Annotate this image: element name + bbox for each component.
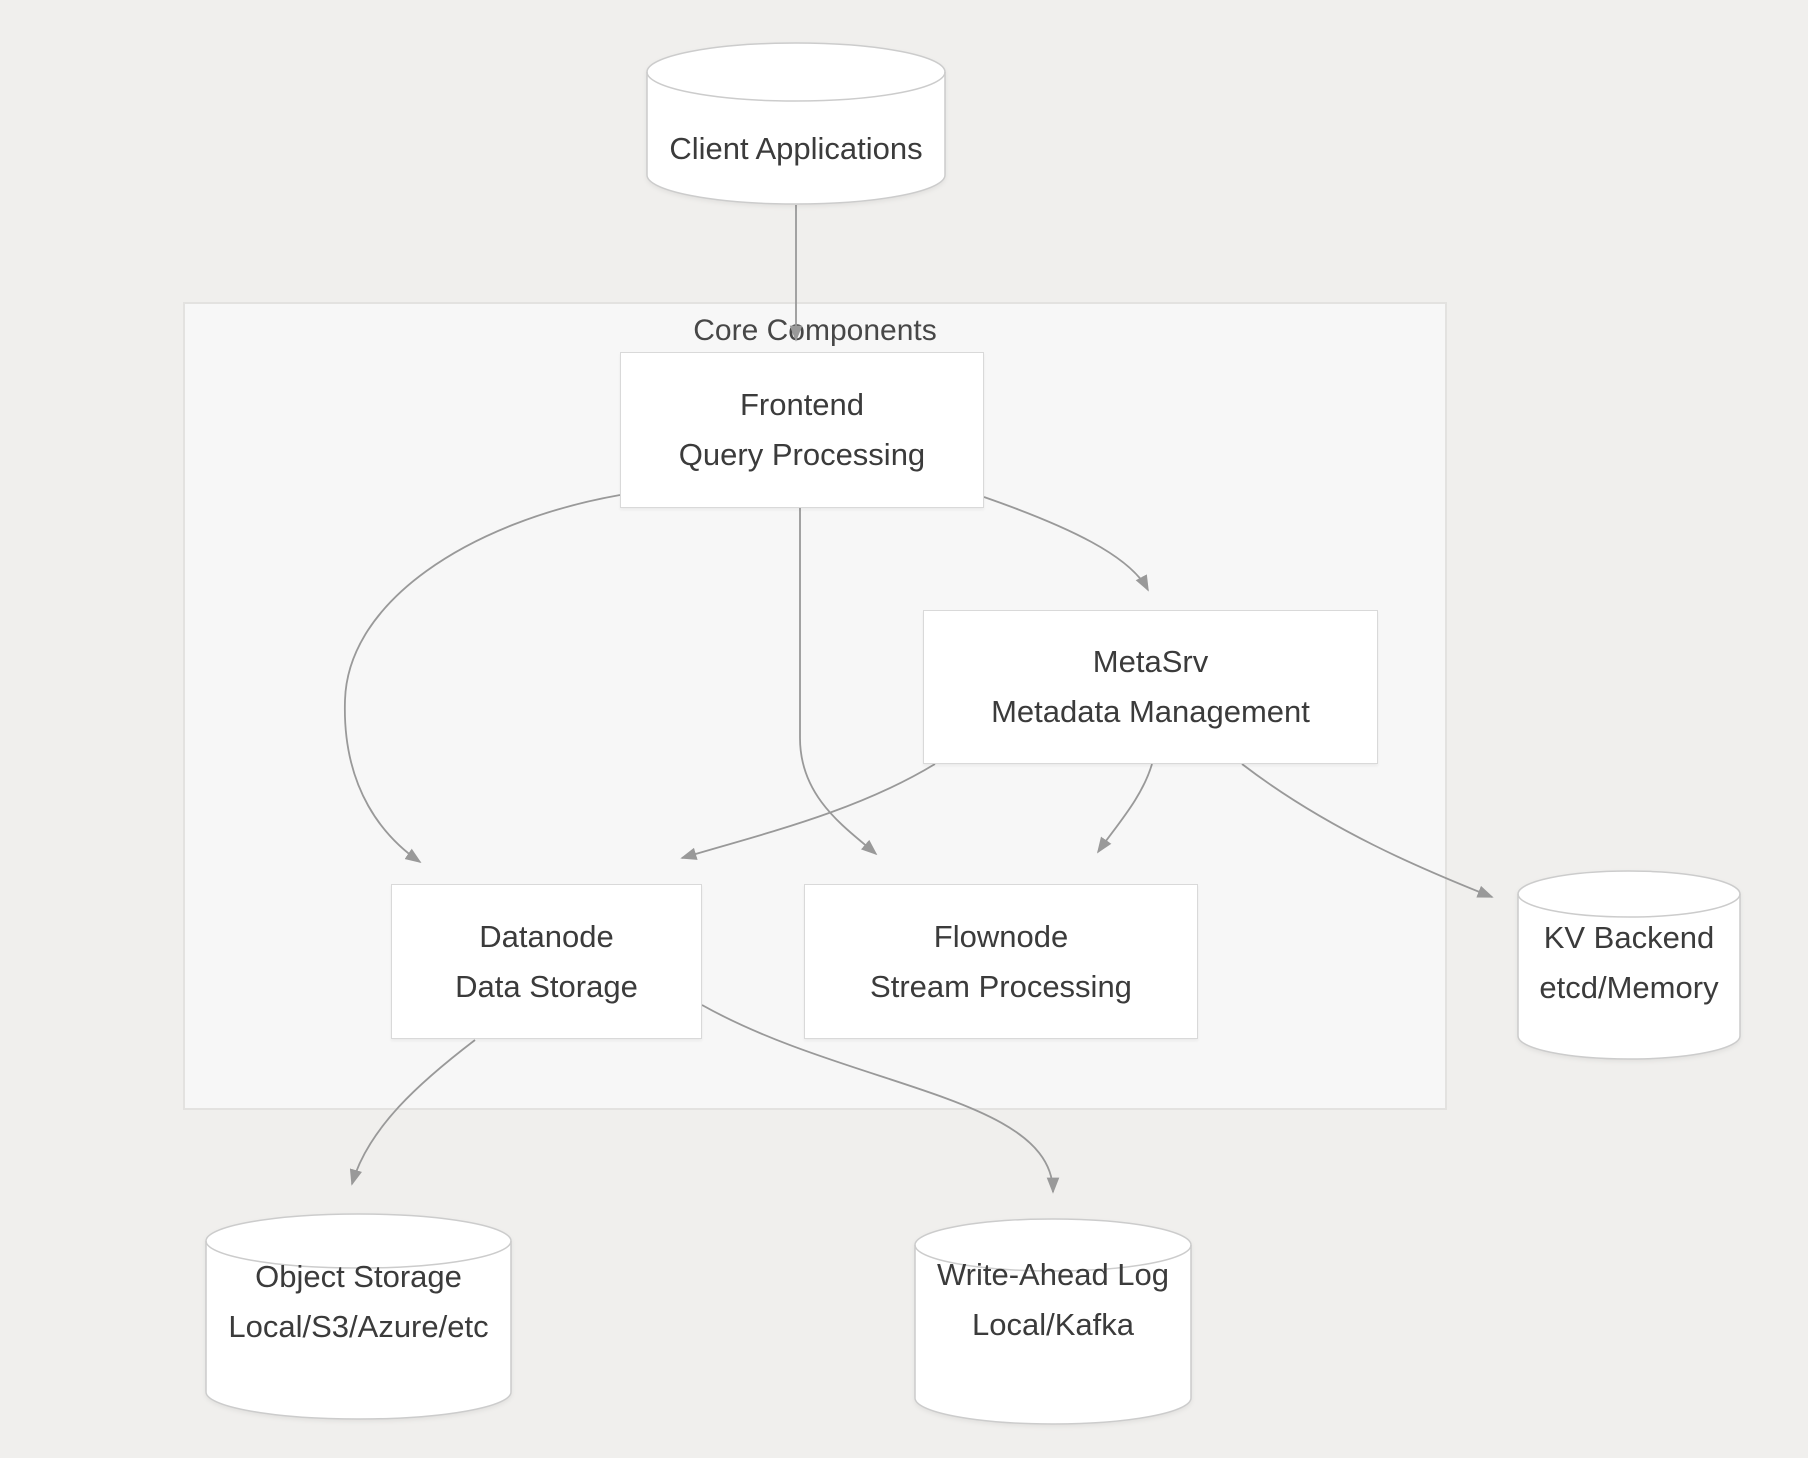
node-metasrv: MetaSrv Metadata Management (923, 610, 1378, 764)
metasrv-title: MetaSrv (1092, 644, 1209, 679)
write-ahead-log-title: Write-Ahead Log (936, 1257, 1170, 1292)
frontend-title: Frontend (739, 387, 865, 422)
kv-backend-subtitle: etcd/Memory (1539, 970, 1719, 1005)
write-ahead-log-subtitle: Local/Kafka (972, 1307, 1134, 1342)
node-kv-backend: KV Backend etcd/Memory (1517, 870, 1741, 1060)
flownode-subtitle: Stream Processing (870, 968, 1132, 1004)
database-cylinder-icon (205, 1213, 512, 1420)
database-cylinder-icon (914, 1218, 1192, 1425)
datanode-subtitle: Data Storage (455, 968, 638, 1004)
node-client-applications: Client Applications (646, 42, 946, 205)
client-applications-label: Client Applications (669, 130, 923, 166)
database-cylinder-icon (646, 42, 946, 205)
metasrv-subtitle: Metadata Management (991, 694, 1310, 729)
object-storage-subtitle: Local/S3/Azure/etc (228, 1309, 489, 1344)
frontend-subtitle: Query Processing (678, 437, 926, 472)
object-storage-title: Object Storage (255, 1259, 462, 1294)
database-cylinder-icon (1517, 870, 1741, 1060)
datanode-title: Datanode (479, 918, 614, 954)
node-frontend: Frontend Query Processing (620, 352, 984, 508)
kv-backend-title: KV Backend (1543, 920, 1715, 955)
node-datanode: Datanode Data Storage (391, 884, 702, 1039)
node-write-ahead-log: Write-Ahead Log Local/Kafka (914, 1218, 1192, 1425)
node-object-storage: Object Storage Local/S3/Azure/etc (205, 1213, 512, 1420)
node-flownode: Flownode Stream Processing (804, 884, 1198, 1039)
flownode-title: Flownode (933, 918, 1069, 954)
core-components-label: Core Components (693, 314, 937, 347)
